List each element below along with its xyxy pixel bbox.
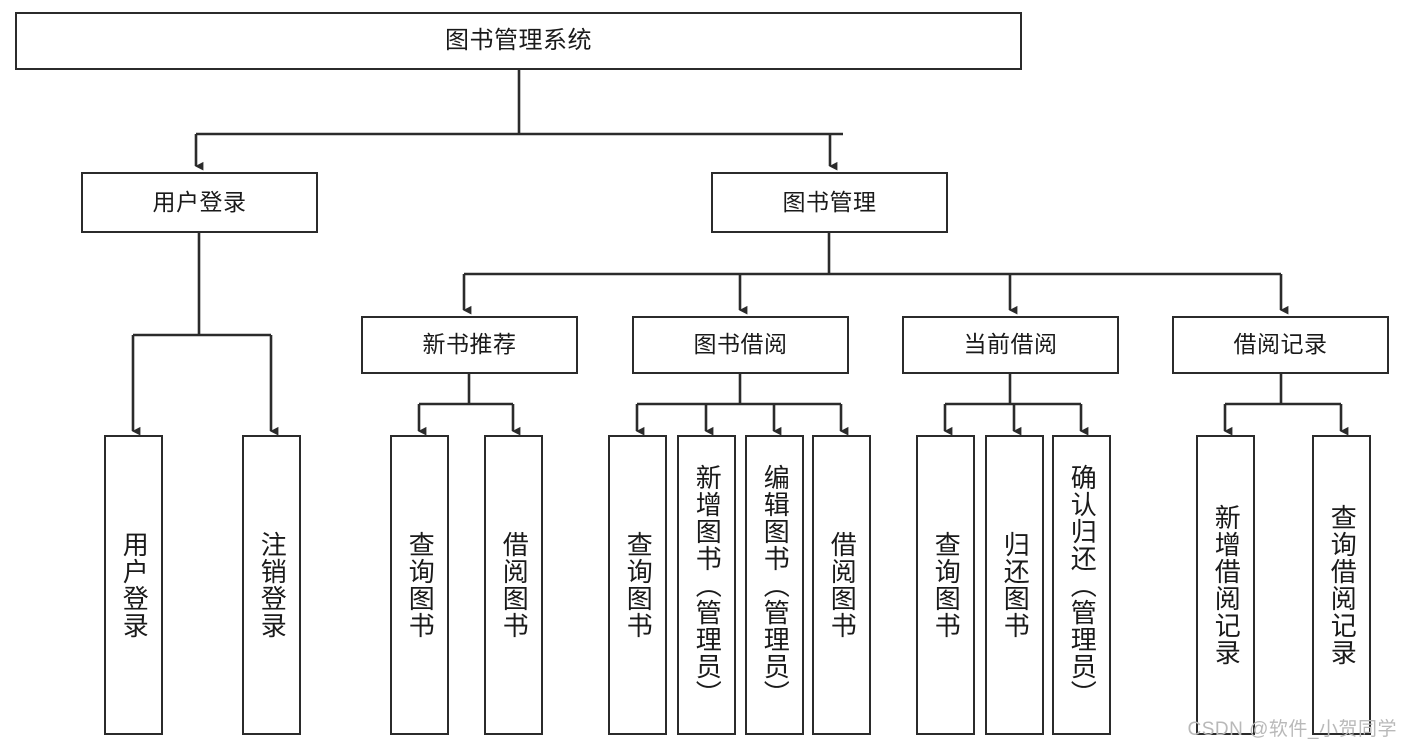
leaf-borrow-record-1[interactable]: 新增借阅记录: [1196, 435, 1255, 735]
node-borrow-record-label: 借阅记录: [1233, 331, 1328, 358]
leaf-user-login-1[interactable]: 用户登录: [104, 435, 163, 735]
node-user-login[interactable]: 用户登录: [81, 172, 318, 233]
leaf-book-borrow-1-label: 查询图书: [623, 531, 654, 639]
leaf-book-borrow-4-label: 借阅图书: [827, 531, 858, 639]
node-book-borrow[interactable]: 图书借阅: [632, 316, 849, 374]
leaf-user-login-2[interactable]: 注销登录: [242, 435, 301, 735]
leaf-book-borrow-2-label: 新增图书（管理员）: [692, 463, 723, 707]
leaf-current-borrow-1-label: 查询图书: [931, 531, 962, 639]
leaf-borrow-record-2[interactable]: 查询借阅记录: [1312, 435, 1371, 735]
node-current-borrow-label: 当前借阅: [963, 331, 1058, 358]
leaf-new-book-rec-1[interactable]: 查询图书: [390, 435, 449, 735]
leaf-current-borrow-2[interactable]: 归还图书: [985, 435, 1044, 735]
node-borrow-record[interactable]: 借阅记录: [1172, 316, 1389, 374]
node-new-book-rec[interactable]: 新书推荐: [361, 316, 578, 374]
node-root[interactable]: 图书管理系统: [15, 12, 1022, 70]
node-new-book-rec-label: 新书推荐: [422, 331, 517, 358]
watermark-text: CSDN @软件_小贺同学: [1187, 719, 1397, 740]
leaf-new-book-rec-2-label: 借阅图书: [499, 531, 530, 639]
node-book-borrow-label: 图书借阅: [693, 331, 788, 358]
leaf-book-borrow-1[interactable]: 查询图书: [608, 435, 667, 735]
leaf-new-book-rec-2[interactable]: 借阅图书: [484, 435, 543, 735]
leaf-current-borrow-2-label: 归还图书: [1000, 531, 1031, 639]
leaf-book-borrow-3[interactable]: 编辑图书（管理员）: [745, 435, 804, 735]
leaf-user-login-1-label: 用户登录: [119, 531, 150, 639]
leaf-current-borrow-3[interactable]: 确认归还（管理员）: [1052, 435, 1111, 735]
leaf-borrow-record-1-label: 新增借阅记录: [1211, 504, 1242, 666]
leaf-user-login-2-label: 注销登录: [257, 531, 288, 639]
leaf-new-book-rec-1-label: 查询图书: [405, 531, 436, 639]
leaf-current-borrow-3-label: 确认归还（管理员）: [1067, 463, 1098, 707]
leaf-current-borrow-1[interactable]: 查询图书: [916, 435, 975, 735]
leaf-borrow-record-2-label: 查询借阅记录: [1327, 504, 1358, 666]
node-user-login-label: 用户登录: [152, 188, 247, 215]
node-root-label: 图书管理系统: [445, 26, 592, 54]
leaf-book-borrow-2[interactable]: 新增图书（管理员）: [677, 435, 736, 735]
leaf-book-borrow-4[interactable]: 借阅图书: [812, 435, 871, 735]
leaf-book-borrow-3-label: 编辑图书（管理员）: [760, 463, 791, 707]
node-book-manage[interactable]: 图书管理: [711, 172, 948, 233]
node-book-manage-label: 图书管理: [782, 188, 877, 215]
node-current-borrow[interactable]: 当前借阅: [902, 316, 1119, 374]
